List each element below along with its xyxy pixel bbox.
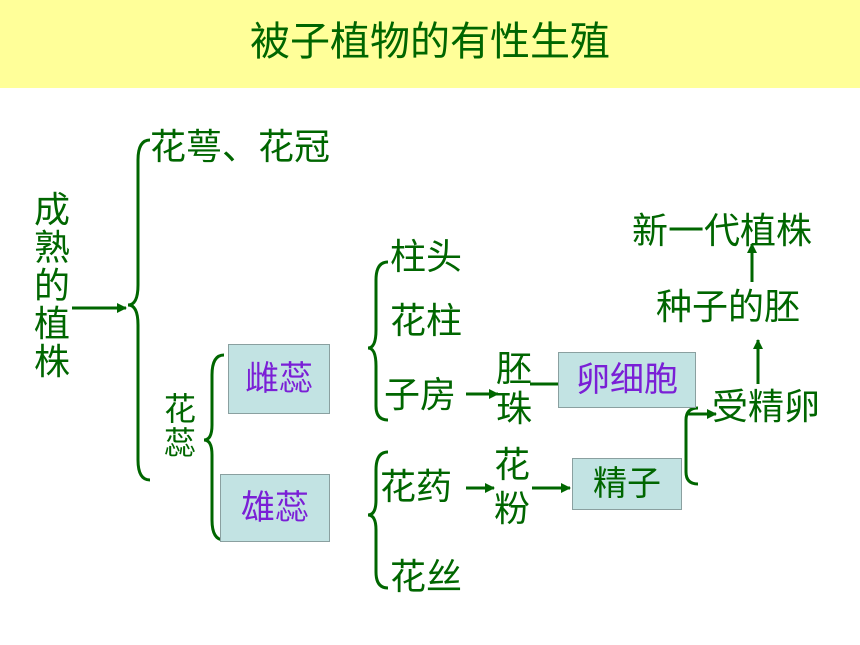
sepals-corolla-label: 花萼、花冠 — [150, 127, 331, 168]
pistil-box: 雌蕊 — [228, 344, 330, 414]
pollen-label: 花 粉 — [493, 445, 530, 530]
stamens-pistils-label: 花 蕊 — [163, 390, 196, 462]
anther-label: 花药 — [380, 467, 453, 508]
filament-label: 花丝 — [390, 557, 463, 598]
stigma-label: 柱头 — [390, 237, 463, 278]
ovule-label: 胚 珠 — [495, 349, 532, 430]
embryo-label: 种子的胚 — [656, 287, 801, 328]
new-plant-label: 新一代植株 — [632, 211, 813, 252]
page-title: 被子植物的有性生殖 — [250, 19, 610, 65]
fertilization-brace — [684, 406, 699, 486]
title-bar — [0, 0, 860, 88]
mature-plant-label: 成 熟 的 植 株 — [33, 190, 70, 383]
main-brace — [127, 138, 151, 482]
pistil-brace — [367, 260, 389, 422]
stamen-brace — [367, 450, 389, 590]
sperm-box: 精子 — [572, 458, 682, 510]
ovary-label: 子房 — [384, 375, 457, 416]
style-label: 花柱 — [390, 301, 463, 342]
egg-cell-box: 卵细胞 — [558, 352, 696, 408]
zygote-label: 受精卵 — [712, 387, 821, 428]
organ-brace — [203, 353, 225, 542]
stamen-box: 雄蕊 — [220, 474, 330, 542]
